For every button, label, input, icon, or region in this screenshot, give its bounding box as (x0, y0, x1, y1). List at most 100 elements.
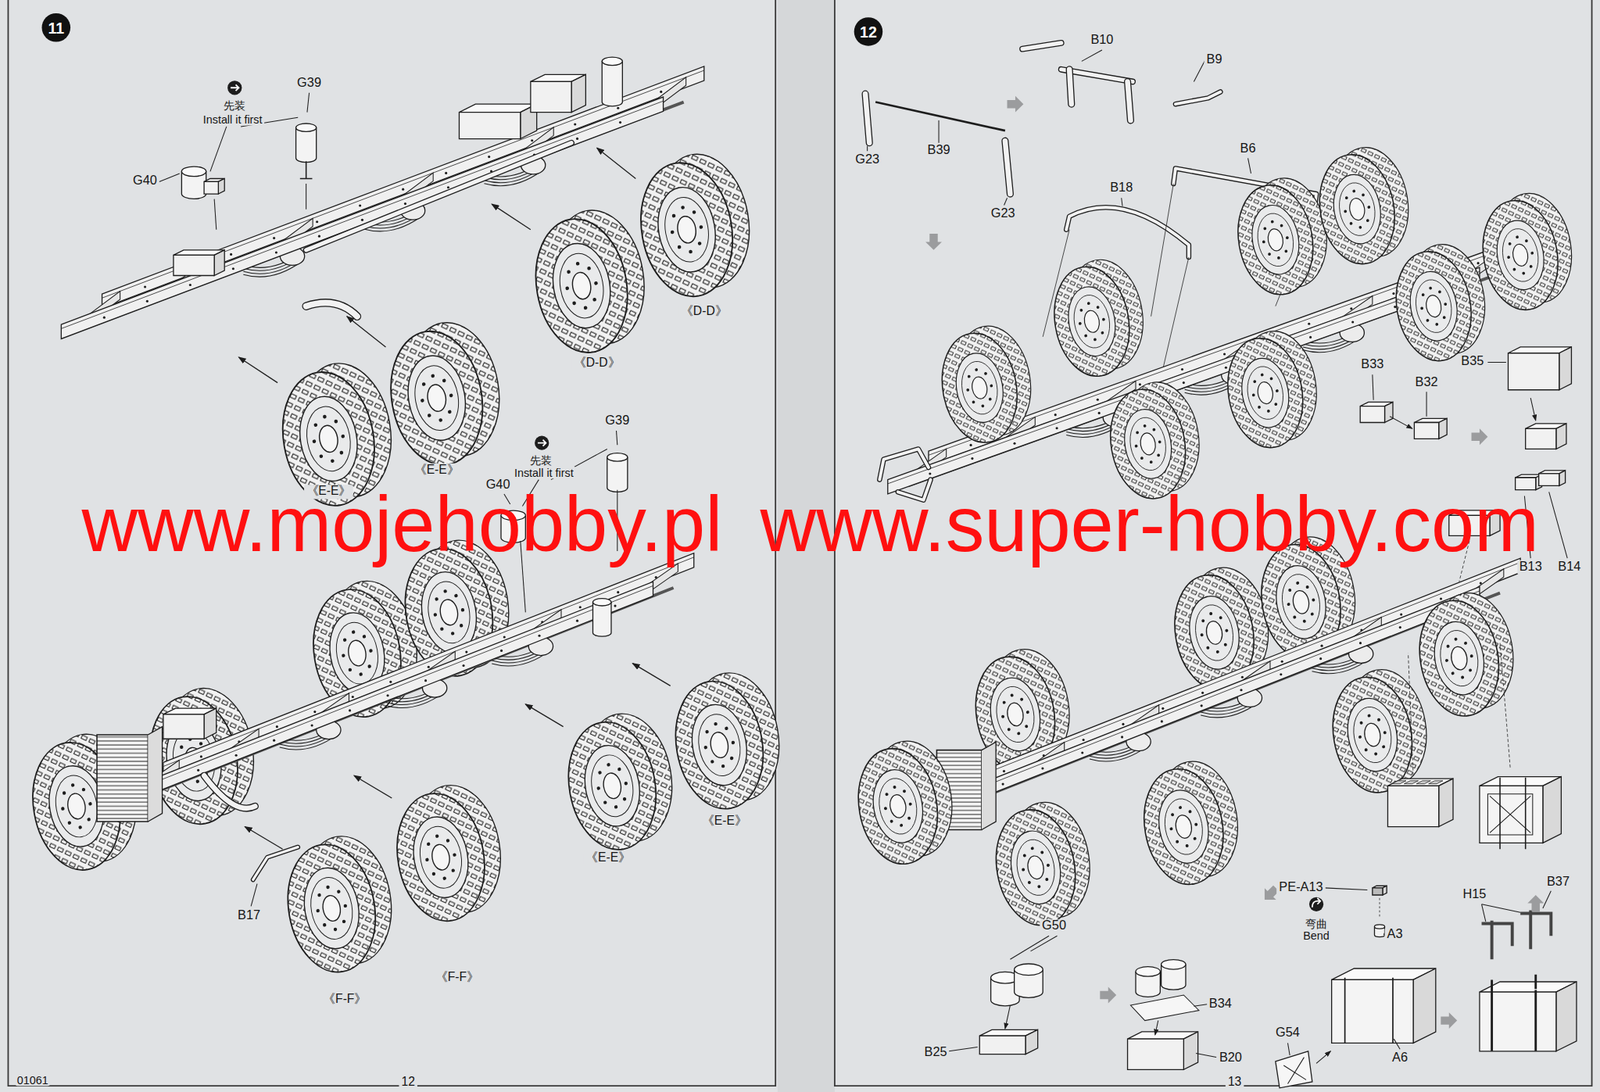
part-number: B6 (1238, 142, 1258, 157)
leader-line (1195, 1052, 1217, 1057)
flow-arrow (1527, 894, 1544, 912)
note-text: Install it first (200, 113, 265, 126)
page-number: 12 (399, 1076, 418, 1090)
radiator (96, 726, 163, 822)
step-number: 11 (42, 13, 72, 43)
step-number: 12 (854, 17, 884, 47)
chassis-frame (60, 66, 704, 340)
part-number: B35 (1459, 354, 1486, 369)
part-number: B39 (925, 143, 953, 158)
wheel (986, 795, 1099, 931)
part-number: B14 (1556, 560, 1583, 575)
install-first-icon (227, 80, 242, 95)
part-b17 (253, 847, 298, 881)
subassemblies (979, 885, 1577, 1089)
leader-line (1193, 1004, 1207, 1007)
watermark: www.mojehobby.pl (81, 485, 723, 563)
chassis-frame (887, 239, 1521, 494)
wheel (386, 778, 511, 929)
part-g40 (181, 166, 306, 230)
part-number: B20 (1217, 1051, 1244, 1066)
leader-line (307, 93, 310, 113)
assembly-code: 《F-F》 (321, 993, 369, 1007)
step-number-text: 11 (47, 19, 65, 36)
leader-line (1549, 491, 1568, 559)
leader-line (616, 430, 618, 445)
wheel (848, 734, 962, 870)
part-number: B10 (1088, 33, 1116, 48)
leader-line (1248, 157, 1252, 174)
flow-arrow (1099, 987, 1117, 1004)
leader-line (1372, 374, 1374, 401)
note-text: Install it first (511, 466, 576, 480)
drivetrain (163, 598, 612, 809)
wheel (524, 203, 656, 361)
wheel (1474, 187, 1582, 316)
leader-line (1481, 904, 1522, 913)
part-number: G23 (853, 153, 882, 168)
kit-number: 01061 (14, 1073, 51, 1086)
part-number: G39 (295, 76, 324, 91)
wheel (1134, 755, 1248, 891)
leader-line (1288, 1042, 1291, 1056)
wheel (379, 314, 511, 473)
leader-line (1542, 891, 1551, 909)
leader-line (1004, 197, 1008, 205)
assembly-arrow (347, 316, 387, 348)
wheel (1310, 141, 1418, 270)
assembly-arrow (597, 147, 637, 179)
bend-icon (1309, 897, 1324, 912)
wheel (1045, 254, 1153, 383)
assembly-arrow (238, 357, 278, 383)
part-number: B17 (235, 909, 262, 924)
assembly-code: 《F-F》 (433, 970, 481, 985)
leader-line (1425, 391, 1427, 416)
part-number: B9 (1204, 53, 1225, 68)
leader-line (1193, 60, 1205, 82)
part-number: B37 (1544, 875, 1572, 890)
watermark: www.super-hobby.com (760, 485, 1540, 563)
leader-line (210, 126, 227, 172)
leader-line (1487, 361, 1506, 363)
part-number: G54 (1273, 1027, 1302, 1042)
assembly-arrow (354, 775, 392, 799)
wheel (277, 829, 402, 980)
leader-line (159, 173, 180, 182)
part-number: G40 (130, 174, 159, 189)
note-text: 弯曲 (1302, 917, 1330, 931)
part-number: B32 (1413, 375, 1440, 391)
note-text: Bend (1301, 929, 1332, 942)
leader-line (1393, 1038, 1400, 1049)
part-number: A3 (1385, 927, 1405, 942)
leader-line (1009, 935, 1049, 960)
leader-line (1081, 50, 1103, 61)
flow-arrow (1440, 1012, 1457, 1029)
part-number: G23 (988, 207, 1017, 222)
part-number: B33 (1359, 357, 1386, 373)
leader-line (250, 884, 258, 907)
assembly-code: 《D-D》 (679, 305, 730, 319)
flow-arrow (925, 233, 942, 251)
leader-line (937, 120, 939, 144)
wheel (1410, 587, 1523, 723)
note-text: 先装 (221, 99, 248, 112)
assembly-code: 《E-E》 (700, 814, 750, 828)
part-number: B34 (1206, 997, 1234, 1012)
wheel (1218, 325, 1326, 454)
part-number: PE-A13 (1277, 880, 1325, 895)
assembly-arrow (491, 204, 531, 230)
leader-line (1030, 935, 1058, 952)
part-g39 (296, 123, 317, 179)
note-text: 先装 (527, 454, 555, 467)
step-number-text: 12 (859, 24, 877, 40)
install-first-icon (534, 435, 549, 450)
flow-arrow (1007, 96, 1024, 113)
assembly-code: 《D-D》 (571, 356, 622, 370)
part-number: H15 (1460, 887, 1489, 903)
part-number: B18 (1108, 182, 1135, 197)
fuel-tank (1479, 776, 1561, 850)
assembly-arrow (632, 663, 670, 687)
wheel (629, 146, 761, 305)
